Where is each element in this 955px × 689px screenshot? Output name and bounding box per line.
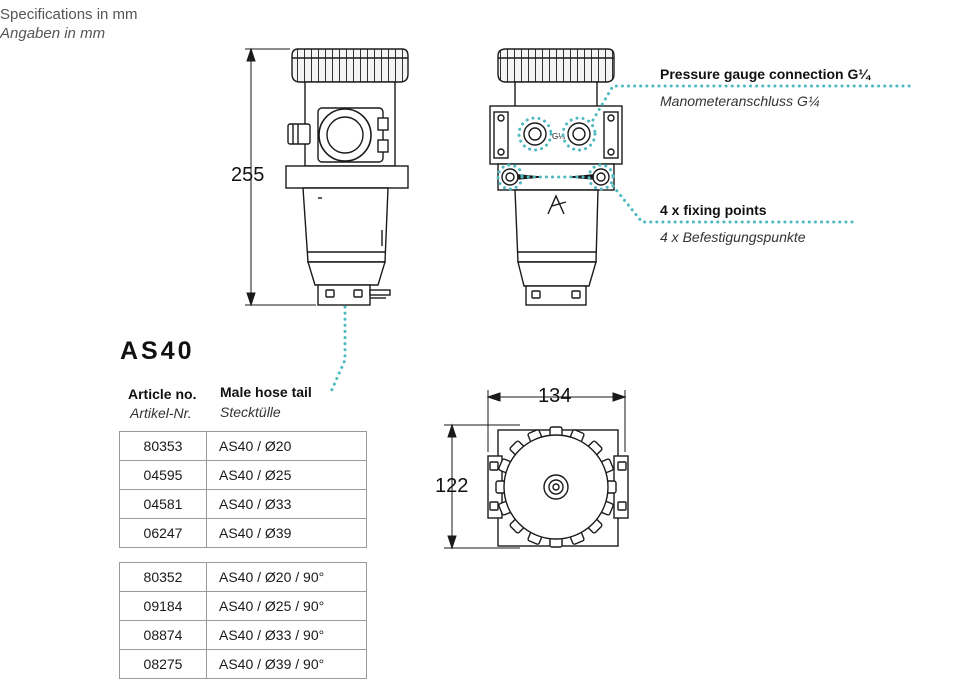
article-table-straight: 80353 AS40 / Ø20 04595 AS40 / Ø25 04581 … xyxy=(119,431,367,548)
article-number: 04595 xyxy=(119,460,207,490)
gauge-callout-en: Pressure gauge connection G¼ xyxy=(660,66,871,82)
table-row: 80353 AS40 / Ø20 xyxy=(119,431,367,461)
width-dimension-line xyxy=(486,390,627,452)
article-table-angled: 80352 AS40 / Ø20 / 90° 09184 AS40 / Ø25 … xyxy=(119,562,367,679)
hose-size: AS40 / Ø20 xyxy=(206,431,367,461)
article-number: 04581 xyxy=(119,489,207,519)
article-number: 80353 xyxy=(119,431,207,461)
article-number: 09184 xyxy=(119,591,207,621)
spec-title-de: Angaben in mm xyxy=(0,25,106,42)
hose-size: AS40 / Ø20 / 90° xyxy=(206,562,367,592)
height-dimension-label: 255 xyxy=(231,164,265,186)
table-row: 04581 AS40 / Ø33 xyxy=(119,489,367,519)
article-number: 80352 xyxy=(119,562,207,592)
hose-size: AS40 / Ø25 / 90° xyxy=(206,591,367,621)
hose-header-en: Male hose tail xyxy=(220,384,312,400)
table-row: 08874 AS40 / Ø33 / 90° xyxy=(119,620,367,650)
hose-size: AS40 / Ø33 / 90° xyxy=(206,620,367,650)
spec-title-en: Specifications in mm xyxy=(0,6,138,23)
hose-size: AS40 / Ø33 xyxy=(206,489,367,519)
model-title: AS40 xyxy=(120,337,195,365)
height-dimension-line xyxy=(245,47,316,307)
article-number: 06247 xyxy=(119,518,207,548)
gauge-callout-de: Manometeranschluss G¼ xyxy=(660,93,820,109)
article-header-de: Artikel-Nr. xyxy=(130,405,192,421)
top-view xyxy=(487,426,629,548)
table-row: 04595 AS40 / Ø25 xyxy=(119,460,367,490)
table-row: 06247 AS40 / Ø39 xyxy=(119,518,367,548)
fixing-callout-de: 4 x Befestigungspunkte xyxy=(660,229,806,245)
hose-size: AS40 / Ø39 xyxy=(206,518,367,548)
gauge-mark-label: G¼ xyxy=(552,132,565,141)
front-view xyxy=(489,48,623,306)
callout-dots xyxy=(328,84,912,396)
depth-dimension-line xyxy=(444,423,520,550)
side-view xyxy=(285,48,409,306)
table-row: 08275 AS40 / Ø39 / 90° xyxy=(119,649,367,679)
table-row: 80352 AS40 / Ø20 / 90° xyxy=(119,562,367,592)
depth-dimension-label: 122 xyxy=(435,475,469,497)
table-row: 09184 AS40 / Ø25 / 90° xyxy=(119,591,367,621)
fixing-callout-en: 4 x fixing points xyxy=(660,202,767,218)
width-dimension-label: 134 xyxy=(538,385,572,407)
article-number: 08275 xyxy=(119,649,207,679)
hose-size: AS40 / Ø25 xyxy=(206,460,367,490)
article-header-en: Article no. xyxy=(128,386,197,402)
article-number: 08874 xyxy=(119,620,207,650)
hose-size: AS40 / Ø39 / 90° xyxy=(206,649,367,679)
hose-header-de: Stecktülle xyxy=(220,404,281,420)
